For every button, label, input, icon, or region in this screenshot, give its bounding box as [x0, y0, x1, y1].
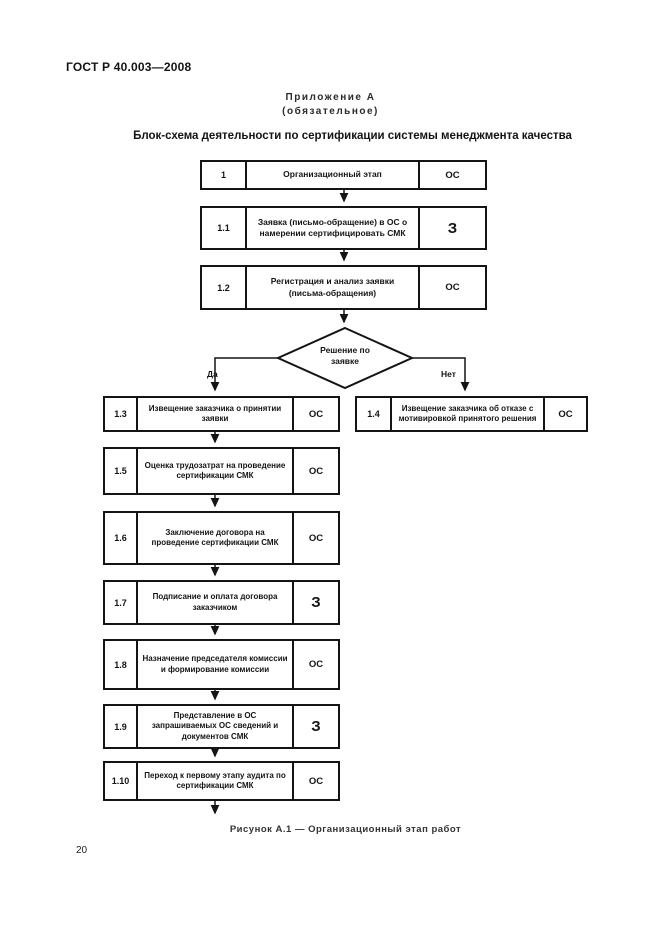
block-number: 1.3 — [105, 398, 138, 430]
flow-block-1-9: 1.9 Представление в ОС запрашиваемых ОС … — [103, 704, 340, 749]
block-number: 1.2 — [202, 267, 247, 308]
block-number: 1.4 — [357, 398, 392, 430]
block-text: Заключение договора на проведение сертиф… — [151, 527, 279, 547]
block-actor: ОС — [543, 398, 586, 430]
block-actor: ОС — [292, 513, 338, 563]
flow-block-1-5: 1.5 Оценка трудозатрат на проведение сер… — [103, 447, 340, 495]
block-actor: ОС — [292, 449, 338, 493]
figure-title: Блок-схема деятельности по сертификации … — [133, 130, 572, 142]
block-text: Переход к первому этапу аудита по сертиф… — [144, 770, 286, 790]
flow-block-1-4: 1.4 Извещение заказчика об отказе с моти… — [355, 396, 588, 432]
block-number: 1.7 — [105, 582, 138, 623]
flow-block-1: 1 Организационный этап ОС — [200, 160, 487, 190]
branch-label-yes: Да — [207, 369, 218, 379]
block-number: 1.10 — [105, 763, 138, 799]
block-actor: З — [292, 706, 338, 747]
block-text: Извещение заказчика о принятии заявки — [148, 403, 282, 423]
flow-block-1-6: 1.6 Заключение договора на проведение се… — [103, 511, 340, 565]
block-actor: ОС — [292, 641, 338, 688]
block-text: Оценка трудозатрат на проведение сертифи… — [144, 460, 286, 480]
block-actor: З — [418, 208, 485, 248]
block-number: 1.1 — [202, 208, 247, 248]
block-number: 1.6 — [105, 513, 138, 563]
block-text: Извещение заказчика об отказе с мотивиро… — [398, 403, 537, 423]
block-actor: ОС — [292, 763, 338, 799]
block-actor: ОС — [292, 398, 338, 430]
flow-block-1-3: 1.3 Извещение заказчика о принятии заявк… — [103, 396, 340, 432]
flow-block-1-8: 1.8 Назначение председателя комиссии и ф… — [103, 639, 340, 690]
block-actor: ОС — [418, 267, 485, 308]
block-actor: З — [292, 582, 338, 623]
block-number: 1.9 — [105, 706, 138, 747]
annex-label: Приложение А — [285, 92, 376, 103]
flow-block-1-1: 1.1 Заявка (письмо-обращение) в ОС о нам… — [200, 206, 487, 250]
block-number: 1.5 — [105, 449, 138, 493]
block-number: 1 — [202, 162, 247, 188]
block-text: Назначение председателя комиссии и форми… — [142, 654, 288, 674]
block-text: Представление в ОС запрашиваемых ОС свед… — [151, 710, 279, 741]
block-text: Регистрация и анализ заявки (письма-обра… — [270, 276, 395, 298]
figure-caption: Рисунок А.1 — Организационный этап работ — [229, 824, 462, 835]
block-text: Подписание и оплата договора заказчиком — [152, 592, 278, 612]
standard-code: ГОСТ Р 40.003—2008 — [66, 60, 192, 74]
flow-block-1-10: 1.10 Переход к первому этапу аудита по с… — [103, 761, 340, 801]
flow-block-1-2: 1.2 Регистрация и анализ заявки (письма-… — [200, 265, 487, 310]
block-actor: ОС — [418, 162, 485, 188]
decision-text: Решение по заявке — [320, 345, 370, 367]
block-text: Организационный этап — [283, 169, 382, 180]
annex-note: (обязательное) — [282, 106, 379, 117]
branch-label-no: Нет — [441, 369, 456, 379]
block-number: 1.8 — [105, 641, 138, 688]
flow-block-1-7: 1.7 Подписание и оплата договора заказчи… — [103, 580, 340, 625]
page-number: 20 — [76, 845, 88, 856]
block-text: Заявка (письмо-обращение) в ОС о намерен… — [257, 216, 408, 238]
